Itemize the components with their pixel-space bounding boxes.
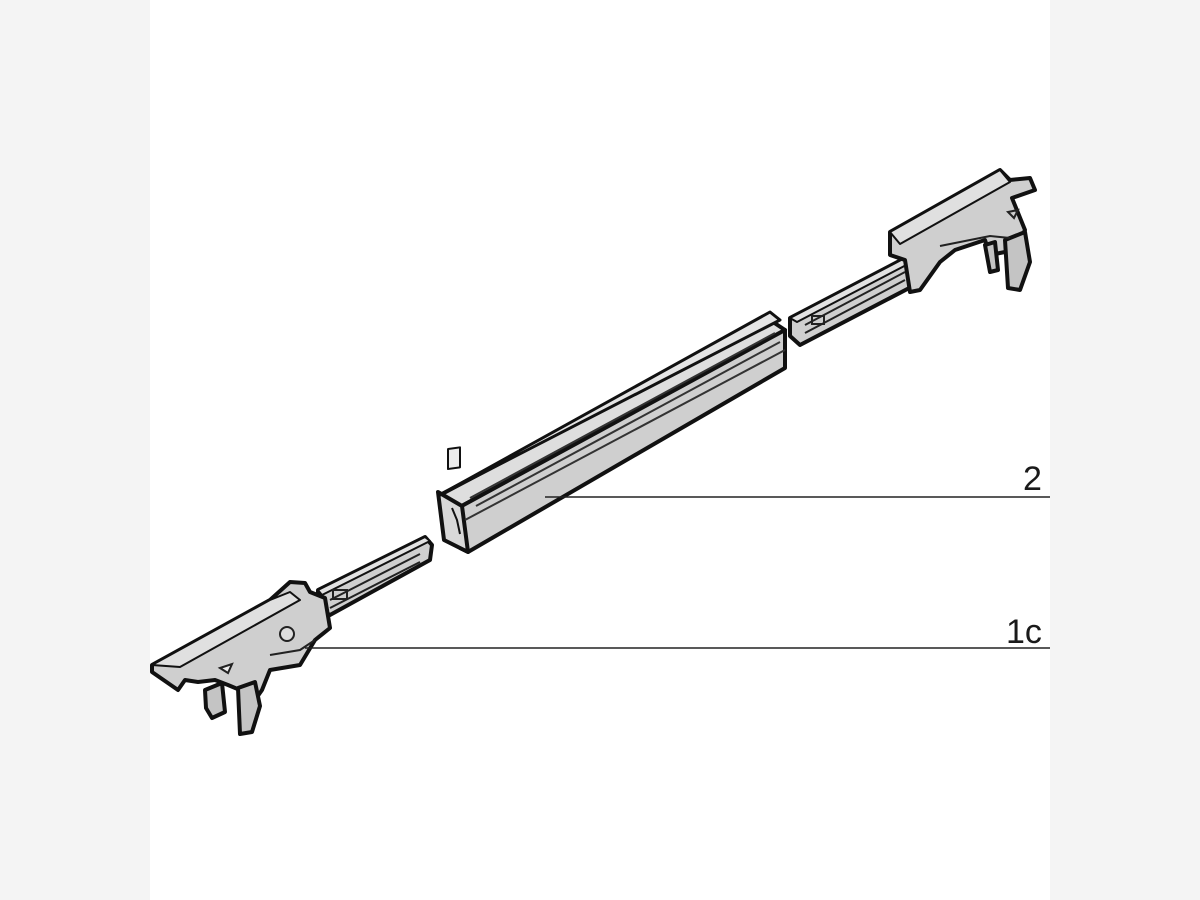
end-bracket-right <box>788 168 1037 347</box>
callout-label-2: 2 <box>1023 460 1042 498</box>
rail-channel-lines <box>464 332 786 521</box>
end-bracket-right-details <box>804 208 1020 334</box>
callout-label-1c: 1c <box>1006 613 1042 651</box>
middle-profile-rail <box>436 310 787 554</box>
left-margin-band <box>0 0 150 900</box>
right-margin-band <box>1050 0 1200 900</box>
end-bracket-connector-details <box>217 553 421 675</box>
